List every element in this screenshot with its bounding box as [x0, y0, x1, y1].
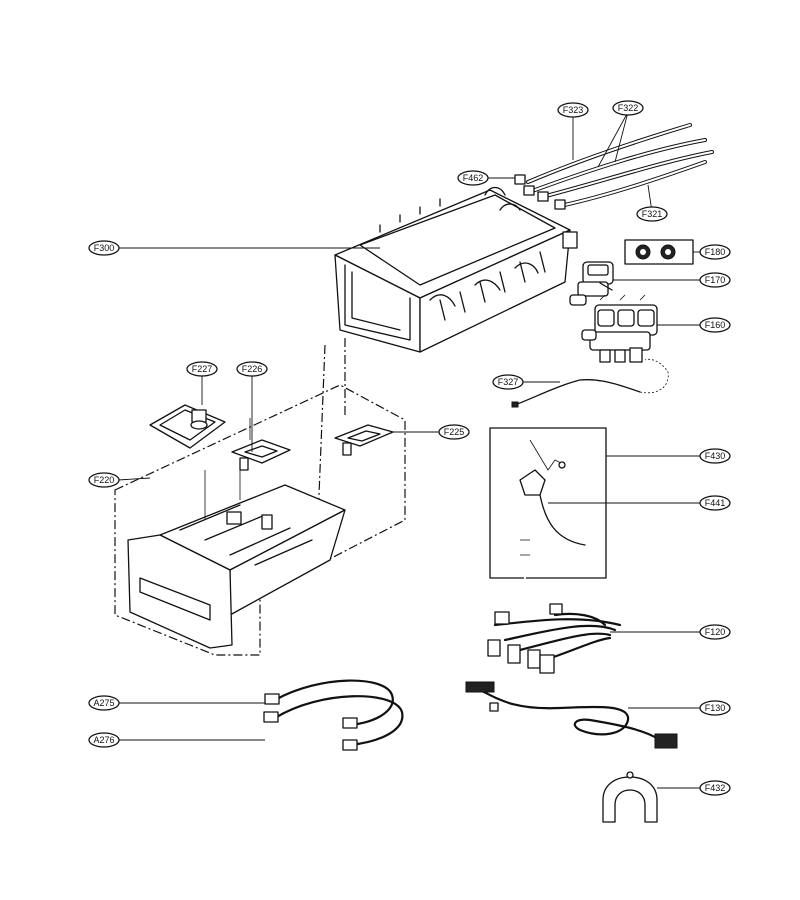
dispenser-housing — [334, 186, 578, 353]
triple-valve — [581, 294, 658, 363]
svg-text:A275: A275 — [93, 698, 114, 708]
wire-harness-f130 — [465, 681, 678, 749]
svg-text:F321: F321 — [642, 209, 663, 219]
callout-a275: A275 — [88, 695, 120, 711]
hose-group — [514, 123, 714, 210]
callout-f321: F321 — [636, 206, 668, 222]
callout-f430: F430 — [699, 448, 731, 464]
callout-f220: F220 — [88, 472, 120, 488]
single-valve — [569, 261, 614, 306]
callout-f462: F462 — [457, 170, 489, 186]
callout-f227: F227 — [186, 361, 218, 377]
svg-text:F322: F322 — [618, 103, 639, 113]
callout-f160: F160 — [699, 317, 731, 333]
callout-f130: F130 — [699, 700, 731, 716]
callout-f327: F327 — [492, 374, 524, 390]
svg-text:F462: F462 — [463, 173, 484, 183]
svg-text:A276: A276 — [93, 735, 114, 745]
callout-f441: F441 — [699, 495, 731, 511]
wire-f327 — [511, 358, 669, 408]
terminal-block — [624, 239, 694, 265]
svg-text:F180: F180 — [705, 247, 726, 257]
svg-text:F120: F120 — [705, 627, 726, 637]
svg-text:F130: F130 — [705, 703, 726, 713]
wire-harness-f120 — [487, 603, 622, 674]
callout-f322: F322 — [612, 100, 644, 116]
svg-text:F430: F430 — [705, 451, 726, 461]
callout-f300: F300 — [88, 240, 120, 256]
connector-f432 — [602, 771, 658, 823]
svg-text:F226: F226 — [242, 364, 263, 374]
callout-f226: F226 — [236, 361, 268, 377]
svg-text:F170: F170 — [705, 275, 726, 285]
cap-f227 — [149, 404, 226, 449]
svg-text:F220: F220 — [94, 475, 115, 485]
callout-a276: A276 — [88, 732, 120, 748]
svg-text:F441: F441 — [705, 498, 726, 508]
siphon-cap-f226 — [231, 418, 291, 471]
svg-text:F323: F323 — [563, 105, 584, 115]
siphon-cap-f225 — [334, 424, 394, 456]
svg-text:F225: F225 — [444, 427, 465, 437]
leader-lines — [117, 111, 702, 789]
svg-text:F432: F432 — [705, 783, 726, 793]
callout-f170: F170 — [699, 272, 731, 288]
callout-f180: F180 — [699, 244, 731, 260]
callout-f225: F225 — [438, 424, 470, 440]
assembly-guide-lines — [317, 338, 346, 521]
callout-f323: F323 — [557, 102, 589, 118]
svg-text:F327: F327 — [498, 377, 519, 387]
cable-a275-a276 — [263, 679, 404, 751]
svg-text:F227: F227 — [192, 364, 213, 374]
callout-f120: F120 — [699, 624, 731, 640]
drawer-assembly — [114, 384, 406, 656]
svg-text:F160: F160 — [705, 320, 726, 330]
svg-text:F300: F300 — [94, 243, 115, 253]
callout-f432: F432 — [699, 780, 731, 796]
callout-labels: F323 F322 F462 F321 F300 F180 F170 F160 — [88, 100, 731, 796]
